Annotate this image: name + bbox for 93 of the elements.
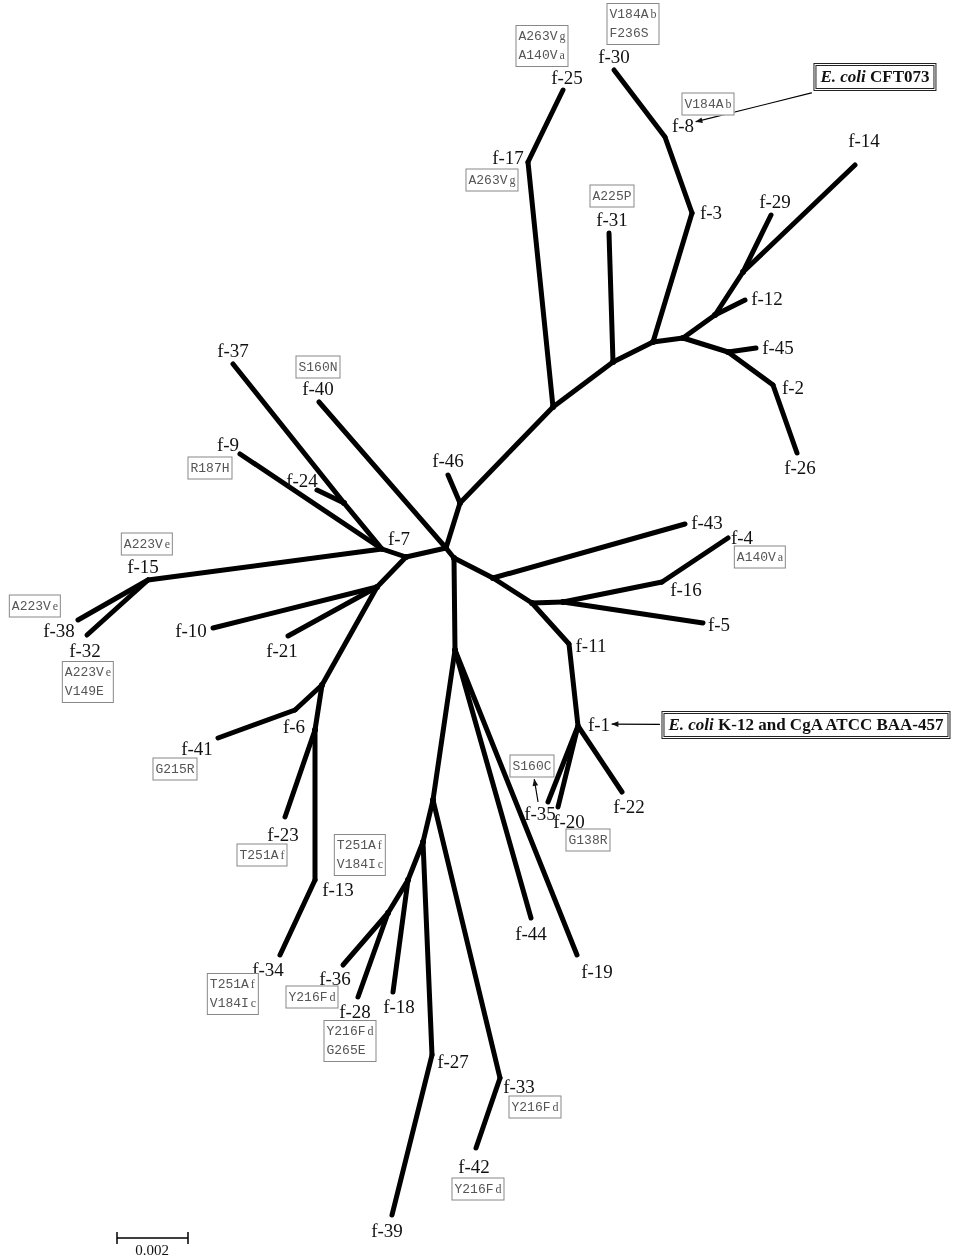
taxon-label: f-41: [181, 738, 213, 758]
tree-branch: [277, 877, 318, 958]
taxon-label: f-26: [784, 457, 816, 477]
mutation-label: G215R: [152, 757, 198, 781]
branch-point: [680, 335, 686, 341]
taxon-label: f-27: [437, 1051, 469, 1071]
taxon-label: f-37: [217, 340, 249, 360]
tree-branch: [473, 1075, 503, 1151]
taxon-label: f-17: [492, 147, 524, 167]
taxon-label: f-23: [267, 824, 299, 844]
taxon-label: f-33: [503, 1076, 535, 1096]
taxon-label: f-18: [383, 996, 415, 1016]
taxon-label: f-3: [699, 202, 723, 222]
branch-point: [610, 359, 616, 365]
taxon-label: f-10: [175, 620, 207, 640]
tree-branch: [575, 723, 625, 795]
branch-point: [374, 584, 380, 590]
arrow: [695, 92, 813, 123]
taxon-label: f-24: [286, 470, 318, 490]
mutation-label: S160N: [295, 355, 341, 379]
tree-branch: [740, 162, 858, 275]
branch-point: [650, 339, 656, 345]
tree-branch: [237, 451, 385, 552]
taxon-label: f-44: [515, 923, 547, 943]
tree-branch: [341, 500, 385, 552]
tree-branch: [84, 577, 151, 638]
branch-point: [312, 727, 318, 733]
branch-point: [443, 545, 449, 551]
taxon-label: f-19: [581, 961, 613, 981]
taxon-label: f-32: [69, 640, 101, 660]
branch-point: [712, 312, 718, 318]
branch-point: [319, 682, 325, 688]
taxon-label: f-1: [587, 714, 611, 734]
branch-point: [341, 500, 347, 506]
branch-point: [385, 910, 391, 916]
taxon-label: f-7: [387, 528, 411, 548]
mutation-label: G138R: [565, 828, 611, 852]
tree-branch: [457, 404, 556, 506]
taxon-label: f-45: [762, 337, 794, 357]
branch-point: [451, 555, 457, 561]
taxon-label: f-4: [730, 527, 754, 547]
branch-point: [740, 269, 746, 275]
taxon-label: f-11: [575, 635, 607, 655]
branch-point: [529, 600, 535, 606]
taxon-label: f-16: [670, 579, 702, 599]
arrow: [532, 778, 539, 803]
tree-branch: [75, 577, 151, 623]
branch-point: [550, 404, 556, 410]
tree-branch: [525, 87, 566, 165]
taxon-label: f-38: [43, 620, 75, 640]
taxon-label: f-39: [371, 1220, 403, 1240]
taxon-label: f-30: [598, 46, 630, 66]
taxon-label: f-43: [691, 512, 723, 532]
branch-point: [403, 554, 409, 560]
scale-value: 0.002: [135, 1241, 169, 1256]
mutation-label: R187H: [187, 456, 233, 480]
tree-branch: [770, 382, 800, 456]
mutation-label: A225P: [589, 184, 635, 208]
taxon-label: f-9: [216, 434, 240, 454]
branch-point: [430, 797, 436, 803]
tree-branch: [389, 1052, 435, 1218]
taxon-label: f-6: [282, 716, 306, 736]
branch-point: [405, 877, 411, 883]
tree-branch: [374, 554, 409, 590]
taxon-label: f-14: [848, 130, 880, 150]
taxon-label: f-40: [302, 378, 334, 398]
taxon-label: f-36: [319, 968, 351, 988]
branch-point: [490, 575, 496, 581]
taxon-label: f-5: [707, 614, 731, 634]
taxon-label: f-46: [432, 450, 464, 470]
mutation-label: S160C: [509, 754, 555, 778]
taxon-label: f-15: [127, 556, 159, 576]
taxon-label: f-31: [596, 209, 628, 229]
taxon-label: f-8: [671, 115, 695, 135]
taxon-label: f-12: [751, 288, 783, 308]
taxon-label: f-35: [524, 803, 556, 823]
taxon-label: f-13: [322, 879, 354, 899]
tree-branch: [659, 535, 731, 585]
arrow: [611, 721, 661, 727]
tree-branch: [611, 67, 668, 140]
strain-callout: E. coli CFT073: [813, 63, 937, 91]
branch-point: [457, 500, 463, 506]
branch-point: [725, 349, 731, 355]
taxon-label: f-42: [458, 1156, 490, 1176]
taxon-label: f-2: [781, 377, 805, 397]
taxon-label: f-21: [266, 640, 298, 660]
tree-branch: [215, 707, 298, 741]
branch-point: [420, 839, 426, 845]
strain-callout: E. coli K-12 and CgA ATCC BAA-457: [661, 711, 951, 739]
taxon-label: f-29: [759, 191, 791, 211]
taxon-label: f-22: [613, 796, 645, 816]
taxon-label: f-25: [551, 67, 583, 87]
taxon-label: f-28: [339, 1001, 371, 1021]
